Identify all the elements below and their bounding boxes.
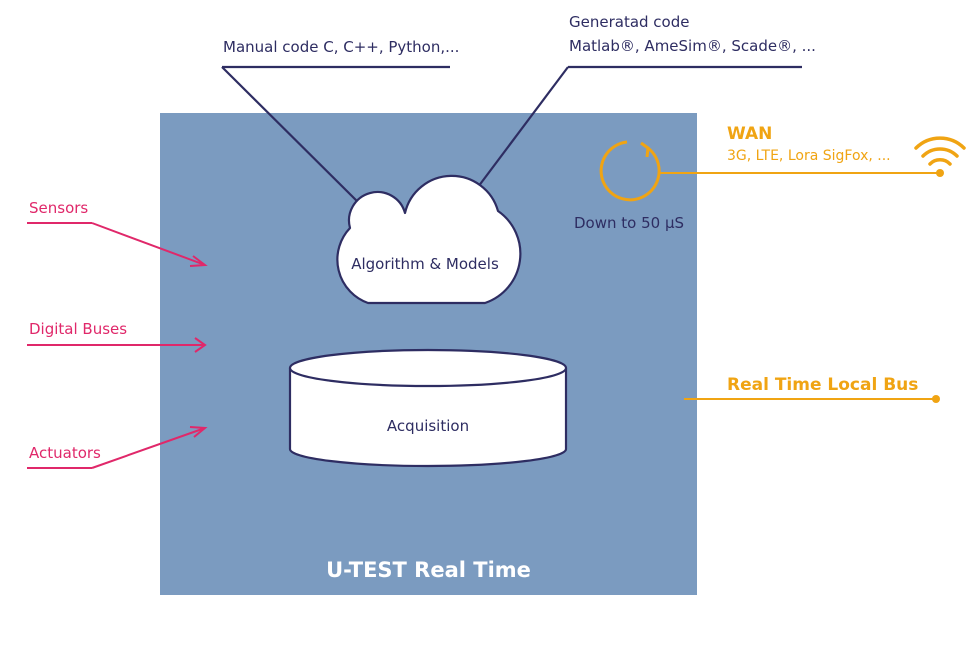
acquisition-cylinder	[288, 348, 568, 468]
digital-buses-label: Digital Buses	[29, 320, 128, 338]
actuators-label: Actuators	[29, 444, 101, 462]
wan-endpoint	[936, 169, 944, 177]
sensors-connector	[27, 222, 208, 267]
local-bus-label: Real Time Local Bus	[727, 375, 919, 395]
cycle-arrow-icon	[599, 140, 661, 202]
sensors-label: Sensors	[29, 199, 89, 217]
algorithm-cloud	[336, 174, 522, 305]
wifi-icon	[914, 136, 966, 166]
acquisition-label: Acquisition	[386, 417, 470, 435]
cycle-time-label: Down to 50 µS	[574, 214, 685, 232]
wan-title: WAN	[727, 124, 773, 144]
wan-protocols: 3G, LTE, Lora SigFox, ...	[727, 148, 891, 164]
actuators-connector	[27, 426, 208, 469]
manual-code-label: Manual code C, C++, Python,...	[223, 38, 460, 56]
generated-code-tools: Matlab®, AmeSim®, Scade®, ...	[569, 37, 816, 55]
local-bus-endpoint	[932, 395, 940, 403]
digital-buses-connector	[27, 337, 207, 353]
cloud-label: Algorithm & Models	[351, 255, 499, 273]
system-title: U-TEST Real Time	[326, 558, 531, 582]
generated-code-title: Generatad code	[569, 13, 690, 31]
